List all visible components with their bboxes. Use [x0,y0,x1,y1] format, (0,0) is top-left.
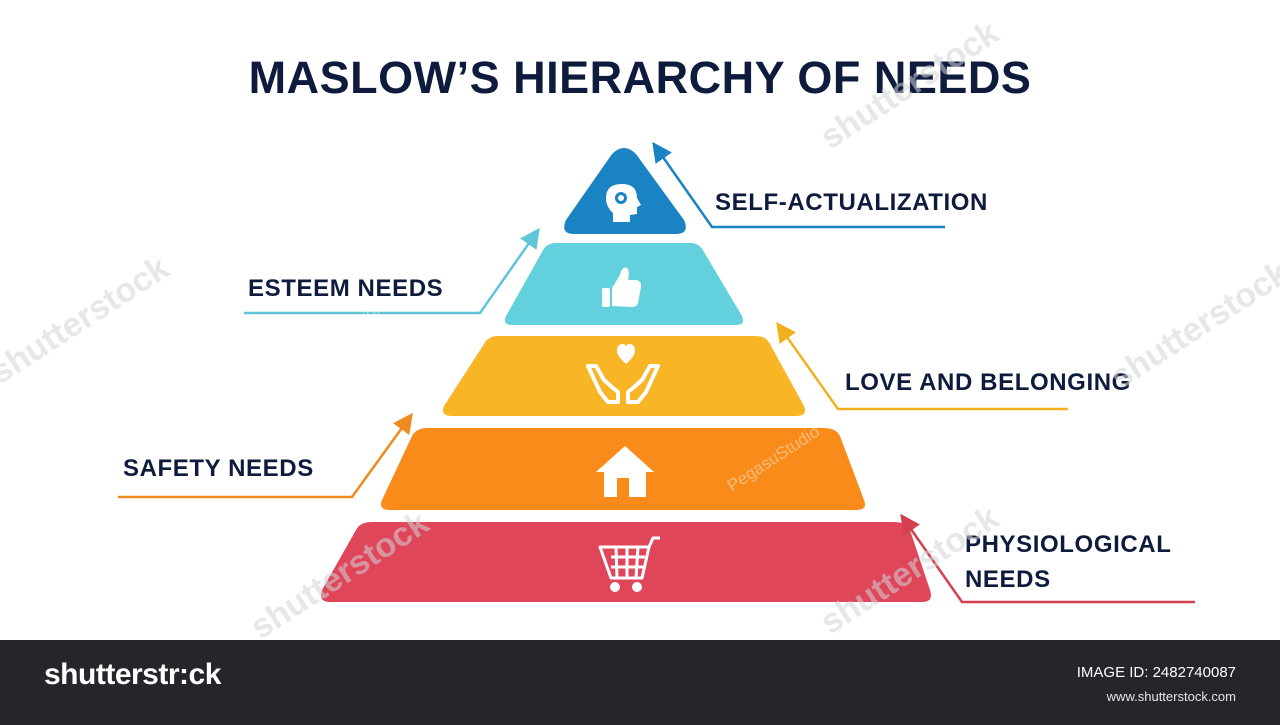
connector-love-belonging [776,321,1068,411]
watermark-text: shutterstock [0,249,176,392]
label-physiological-line2: NEEDS [965,566,1051,593]
pyramid-diagram: SELF-ACTUALIZATION ESTEEM NEEDS LOVE AND… [0,14,1280,640]
thumbs-up-icon [602,267,642,307]
watermark-text: shutterstock [814,14,1006,157]
watermark-contributor: PegasuStudio [292,295,391,369]
watermark-text: shutterstock [1104,254,1280,397]
connector-esteem [244,227,540,315]
label-safety: SAFETY NEEDS [123,455,314,482]
connector-self-actualization [652,141,945,229]
heart-hands-icon [586,344,660,404]
label-self-actualization: SELF-ACTUALIZATION [715,189,988,216]
connector-physiological [900,513,1195,604]
label-esteem: ESTEEM NEEDS [248,275,443,302]
footer-brand-logo: shutterstr:ck [44,658,221,691]
diagram-canvas: MASLOW’S HIERARCHY OF NEEDS [0,13,1280,640]
footer-site: www.shutterstock.com [1106,689,1236,704]
footer-image-id: IMAGE ID: 2482740087 [1076,664,1236,681]
house-icon [596,446,654,497]
shopping-cart-icon [598,536,660,592]
label-physiological-line1: PHYSIOLOGICAL [965,531,1171,558]
head-icon [606,184,641,222]
footer-bar [0,640,1280,725]
page-title: MASLOW’S HIERARCHY OF NEEDS [248,52,1032,103]
label-love-belonging: LOVE AND BELONGING [845,369,1131,396]
connector-safety [118,412,413,499]
tier-love-belonging [443,336,805,416]
